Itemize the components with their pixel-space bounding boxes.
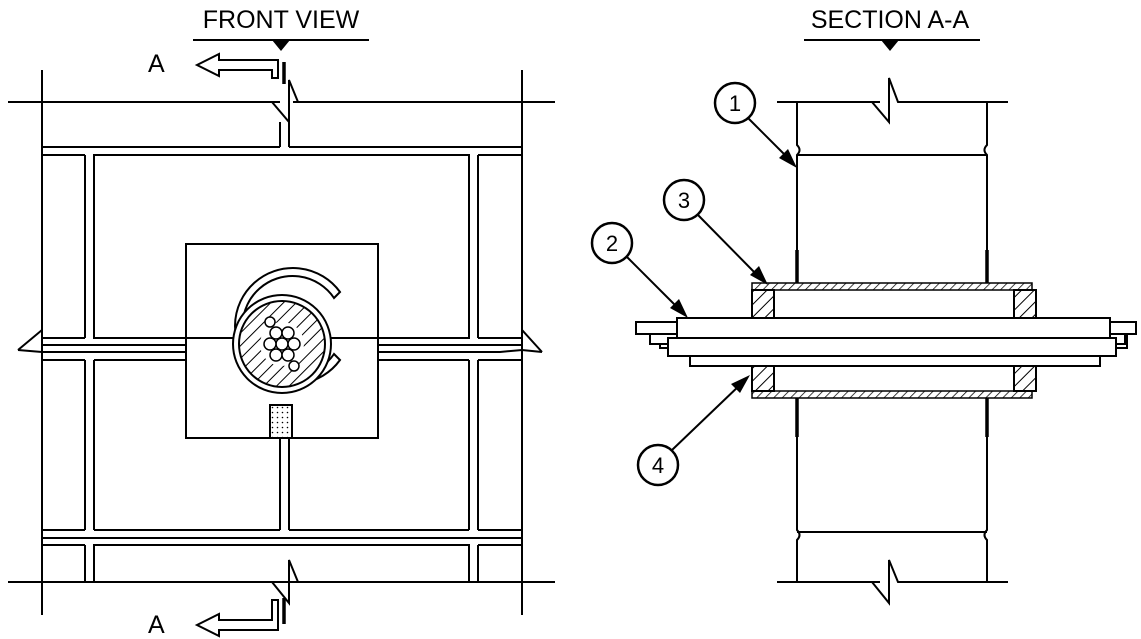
callout-3-leader [697,214,761,279]
masonry-lower-blocks [42,359,522,531]
end-seal-top-left [751,289,775,319]
section-view-title: SECTION A-A [811,6,970,34]
front-view-title-marker [272,40,290,51]
callout-2-number: 2 [606,231,618,256]
callout-1-leader [747,117,791,161]
callout-4-bubble [636,443,680,487]
cable-core-upper [676,317,1111,339]
front-view-title: FRONT VIEW [203,6,360,34]
section-mark-top: A [148,50,165,78]
cable-assembly [232,267,342,394]
masonry-upper-blocks [42,154,522,339]
callout-4-number: 4 [652,453,664,478]
wall-section [777,77,1008,606]
section-mark-bottom: A [148,611,165,639]
callout-3: 3 [662,178,768,285]
end-seal-bottom-right [1013,364,1037,392]
masonry-bottom-course [8,537,555,606]
section-view-title-marker [881,40,899,51]
front-view: FRONT VIEW A A [8,6,555,639]
callout-4: 4 [636,375,750,487]
callout-2-arrowhead [670,299,688,318]
cable-conductors [260,316,304,372]
callout-2: 2 [590,221,688,318]
callout-2-leader [626,256,681,311]
section-view: SECTION A-A [590,6,1137,606]
cable-core-lower [667,337,1117,357]
end-seal-bottom-left [751,364,775,392]
callout-4-arrowhead [731,375,750,393]
masonry-top-course [8,79,555,148]
callout-3-bubble [662,178,706,222]
masonry-middle-joint [17,327,543,353]
section-arrow-bottom [194,598,286,638]
cable-core-bottom [689,355,1101,367]
callout-1-bubble [713,81,757,125]
sleeve-bottom-wall [751,390,1033,399]
callout-1-arrowhead [779,149,797,168]
sealant-strip [269,404,293,439]
sleeve-top-wall [751,282,1033,291]
callout-3-arrowhead [750,266,768,285]
section-arrow-top [194,52,286,84]
cable-section [635,317,1137,367]
callout-2-bubble [590,221,634,265]
end-seal-top-right [1013,289,1037,319]
callout-4-leader [671,382,743,451]
callout-1: 1 [713,81,797,168]
callout-1-number: 1 [729,91,741,116]
callout-3-number: 3 [678,188,690,213]
